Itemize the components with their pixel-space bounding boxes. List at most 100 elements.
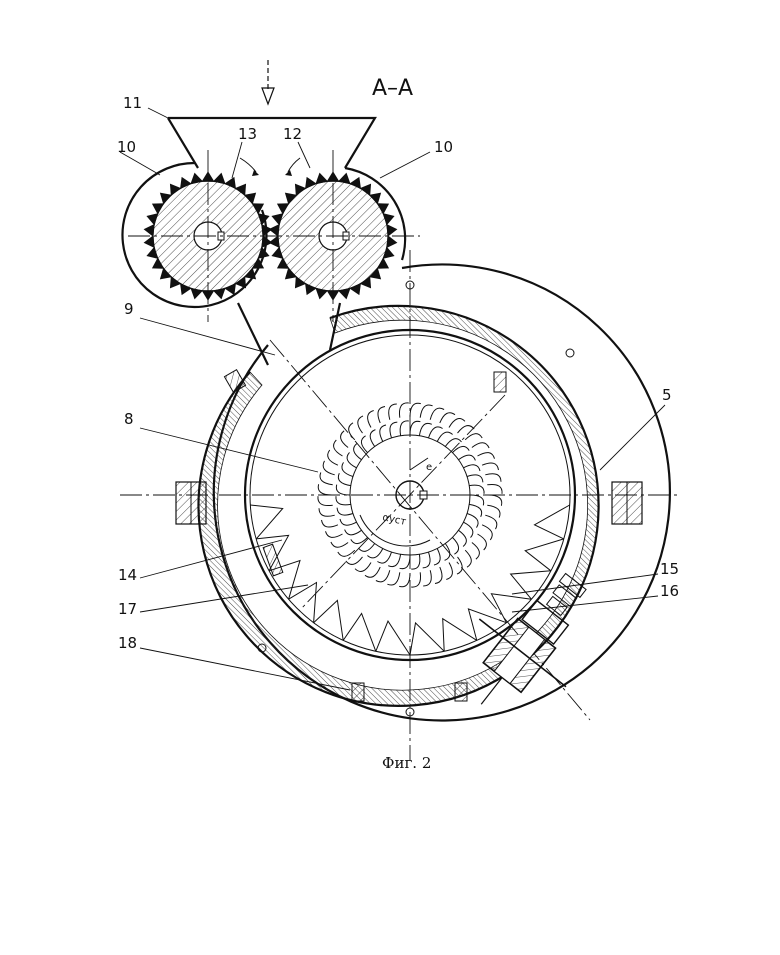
tooth [387, 236, 397, 247]
rotor-blade [440, 413, 455, 423]
rotor-blade [400, 555, 410, 569]
rotor-blade [400, 421, 409, 436]
callout-10-left: 10 [117, 138, 136, 156]
rotor-blade [470, 495, 484, 505]
rotation-arrow-right-icon [288, 158, 300, 172]
rotor-blade [359, 544, 375, 552]
section-label: А–А [372, 76, 413, 101]
rotor-blade [336, 496, 351, 505]
rotor-blade [322, 520, 338, 527]
rotor-blade [346, 557, 363, 565]
rotor-blade [378, 407, 385, 423]
left-mount [176, 482, 206, 524]
rotor-blade [351, 537, 368, 543]
rotor-blade [355, 563, 371, 572]
rotor-blade [319, 508, 335, 516]
rotor-blade [318, 484, 332, 495]
rotor-blade [464, 465, 481, 471]
rotor-blade [368, 411, 374, 428]
rotor-blade [487, 484, 502, 493]
tooth [269, 225, 279, 236]
rotor-blade [341, 431, 349, 448]
left-roller-housing [122, 163, 271, 307]
drum-tooth [376, 621, 410, 655]
rotor-blade [345, 530, 362, 535]
rotor-blade [389, 404, 397, 420]
hopper [168, 118, 375, 168]
rotor-blade [472, 543, 480, 560]
rotor-blade [423, 570, 431, 586]
rotor-blade [478, 453, 495, 459]
rotor-blade [337, 508, 353, 515]
rotor-blade [478, 534, 487, 550]
drum-tooth [289, 583, 317, 623]
rotor-blade [318, 496, 333, 505]
eccentricity-label: e [426, 462, 432, 473]
rotor-blade [411, 572, 420, 587]
tooth [387, 225, 397, 236]
rotor-blade [410, 421, 420, 435]
rotor-blade [399, 573, 410, 587]
rotor-blade [326, 531, 343, 537]
figure-caption: Фиг. 2 [382, 754, 431, 772]
callout-11: 11 [123, 94, 142, 112]
rotor-blade [446, 563, 452, 580]
rotor-blade [449, 419, 465, 428]
rotor-blade [488, 495, 502, 506]
rotor-blade [423, 552, 430, 568]
rotor-blade [347, 452, 356, 467]
right-roller-housing [269, 168, 405, 300]
callout-5: 5 [662, 386, 672, 404]
drum-tooth [443, 619, 477, 652]
callout-17: 17 [118, 600, 137, 618]
rotor-blade [459, 530, 467, 546]
tooth [269, 236, 279, 247]
rotor-blade [338, 550, 355, 556]
rotor-blade [340, 519, 357, 525]
rotor-blade [320, 472, 333, 484]
rotor-blade [411, 554, 420, 569]
rotor-blade [334, 440, 343, 456]
rotor-blade [487, 505, 500, 517]
angle-label: αуст [381, 512, 407, 528]
rotor-blade [485, 474, 501, 482]
rotor-blade [452, 537, 458, 554]
rotor-blade [482, 525, 492, 540]
chute [238, 303, 340, 365]
rotation-arrow-left-icon [240, 158, 256, 172]
rotor-blade [435, 567, 442, 583]
rotor-blade [370, 430, 375, 447]
rotor-blade [328, 450, 338, 465]
rotor-blade [465, 550, 471, 567]
drum-tooth [511, 571, 551, 599]
rotor-blade [390, 422, 397, 438]
rotor-blade [459, 455, 476, 460]
tooth [144, 236, 154, 247]
rotor-blade [358, 416, 363, 433]
callout-15: 15 [660, 560, 679, 578]
rotor-blade [457, 557, 462, 574]
rotor-blade [380, 425, 386, 442]
right-mount [612, 482, 642, 524]
drum-tooth [410, 623, 444, 655]
rotor-blade [399, 403, 408, 418]
rotor-blade [467, 475, 483, 482]
rotor-blade [434, 549, 440, 566]
callout-16: 16 [660, 582, 679, 600]
rotor-blade [469, 485, 484, 494]
rotor-blade [472, 443, 489, 448]
rotor-blade [482, 463, 498, 470]
callout-13: 13 [238, 125, 257, 143]
callout-8: 8 [124, 410, 134, 428]
drum-tooth [535, 505, 570, 539]
rotor-blade [354, 444, 362, 460]
callout-14: 14 [118, 566, 137, 584]
callout-12: 12 [283, 125, 302, 143]
rotor-blade [410, 403, 421, 417]
rotor-blade [331, 542, 348, 547]
drum-tooth [314, 600, 344, 640]
rotor-blade [367, 549, 382, 558]
rotor-blade [387, 572, 399, 585]
callout-10-right: 10 [434, 138, 453, 156]
